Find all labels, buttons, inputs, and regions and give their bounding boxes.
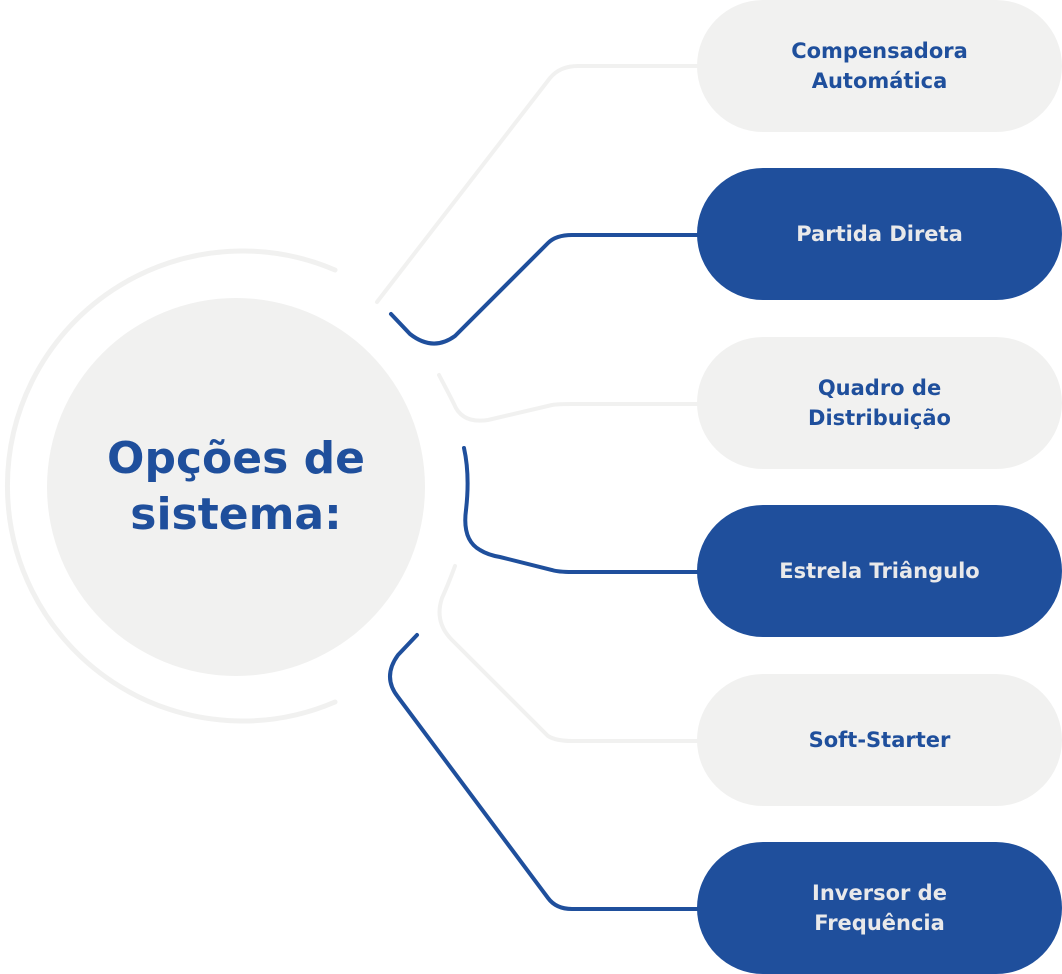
- option-compensadora-automatica: Compensadora Automática: [697, 0, 1062, 132]
- connector-5: [437, 564, 702, 743]
- option-partida-direta: Partida Direta: [697, 168, 1062, 300]
- connector-2: [389, 233, 702, 346]
- option-label: Quadro de Distribuição: [808, 376, 951, 430]
- option-estrela-triangulo: Estrela Triângulo: [697, 505, 1062, 637]
- option-label: Compensadora Automática: [791, 39, 968, 93]
- option-inversor-de-frequencia: Inversor de Frequência: [697, 842, 1062, 974]
- connector-6: [388, 633, 702, 911]
- option-label: Soft-Starter: [808, 728, 951, 752]
- option-label: Inversor de Frequência: [812, 881, 947, 935]
- connector-4: [462, 446, 702, 574]
- diagram-title: Opções de sistema:: [107, 433, 365, 540]
- option-quadro-de-distribuicao: Quadro de Distribuição: [697, 337, 1062, 469]
- connector-1: [375, 64, 702, 304]
- center-circle: Opções de sistema:: [47, 298, 425, 676]
- option-soft-starter: Soft-Starter: [697, 674, 1062, 806]
- option-label: Estrela Triângulo: [779, 559, 980, 583]
- outer-ring-arc: [5, 248, 338, 724]
- connector-3: [437, 373, 702, 423]
- option-label: Partida Direta: [796, 222, 963, 246]
